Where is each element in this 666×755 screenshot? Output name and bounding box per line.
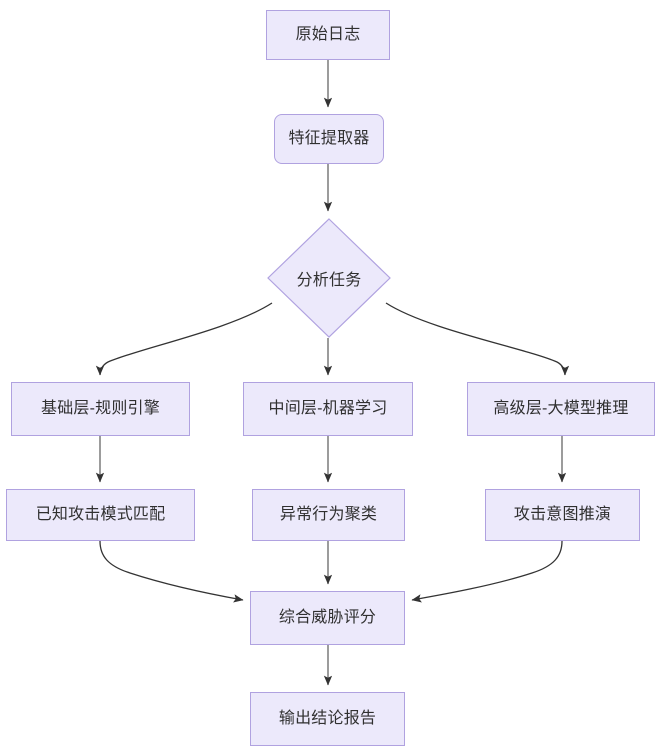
node-middle-layer-machine-learning[interactable]: 中间层-机器学习 — [243, 382, 413, 436]
node-anomalous-behavior-clustering[interactable]: 异常行为聚类 — [252, 489, 405, 541]
node-middle-layer-machine-learning-label: 中间层-机器学习 — [268, 400, 388, 418]
diamond-shape — [267, 218, 391, 338]
node-anomalous-behavior-clustering-label: 异常行为聚类 — [279, 506, 378, 524]
node-comprehensive-threat-score-label: 综合威胁评分 — [278, 609, 377, 627]
node-comprehensive-threat-score[interactable]: 综合威胁评分 — [250, 591, 405, 645]
edge-analysis-task-to-base-layer — [95, 302, 273, 376]
edge-known-attack-to-threat-score — [99, 540, 244, 603]
node-output-conclusion-report[interactable]: 输出结论报告 — [250, 692, 405, 746]
node-attack-intent-deduction[interactable]: 攻击意图推演 — [485, 489, 640, 541]
node-base-layer-rule-engine[interactable]: 基础层-规则引擎 — [11, 382, 190, 436]
node-attack-intent-deduction-label: 攻击意图推演 — [513, 506, 612, 524]
node-raw-log-label: 原始日志 — [295, 26, 361, 44]
node-analysis-task[interactable]: 分析任务 — [267, 218, 391, 338]
edge-attack-intent-to-threat-score — [411, 540, 563, 603]
node-advanced-layer-llm-reasoning[interactable]: 高级层-大模型推理 — [467, 382, 655, 436]
node-feature-extractor[interactable]: 特征提取器 — [274, 114, 384, 164]
node-known-attack-pattern-match[interactable]: 已知攻击模式匹配 — [6, 489, 195, 541]
node-raw-log[interactable]: 原始日志 — [266, 10, 390, 60]
edge-analysis-task-to-advanced-layer — [385, 302, 570, 376]
node-feature-extractor-label: 特征提取器 — [288, 130, 370, 148]
node-base-layer-rule-engine-label: 基础层-规则引擎 — [41, 400, 160, 418]
node-advanced-layer-llm-reasoning-label: 高级层-大模型推理 — [493, 400, 629, 418]
node-known-attack-pattern-match-label: 已知攻击模式匹配 — [35, 506, 166, 524]
node-analysis-task-label: 分析任务 — [296, 272, 362, 289]
node-output-conclusion-report-label: 输出结论报告 — [278, 710, 377, 728]
